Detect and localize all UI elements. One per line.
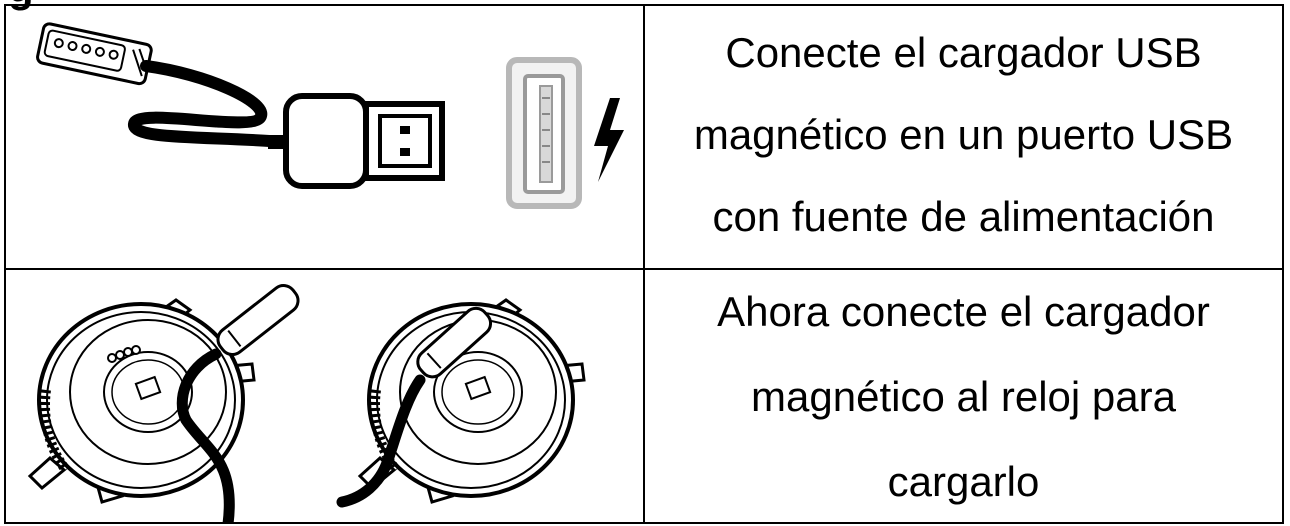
- instruction-row-usb: Conecte el cargador USB magnético en un …: [6, 6, 1282, 270]
- usb-illustration-cell: [6, 6, 643, 268]
- instruction-line: Ahora conecte el cargador: [717, 288, 1210, 336]
- smartwatch-back-connected-icon: [336, 298, 586, 508]
- instruction-text-watch: Ahora conecte el cargador magnético al r…: [645, 270, 1282, 524]
- instruction-table: Conecte el cargador USB magnético en un …: [4, 4, 1284, 524]
- usb-port-icon: [506, 57, 582, 209]
- instruction-line: cargarlo: [887, 457, 1040, 505]
- instruction-line: Conecte el cargador USB: [725, 29, 1202, 76]
- smartwatch-back-icon: [27, 283, 300, 524]
- instruction-line: con fuente de alimentación: [712, 193, 1215, 240]
- instruction-line: magnético al reloj para: [751, 372, 1176, 420]
- instruction-row-watch: Ahora conecte el cargador magnético al r…: [6, 270, 1282, 524]
- column-divider: [643, 6, 645, 268]
- instruction-line: magnético en un puerto USB: [693, 111, 1234, 158]
- column-divider: [643, 270, 645, 524]
- magnetic-usb-charger-cable-icon: [36, 22, 445, 189]
- lightning-bolt-icon: [594, 98, 624, 182]
- instruction-text-usb: Conecte el cargador USB magnético en un …: [645, 6, 1282, 268]
- watch-illustration-cell: [6, 270, 643, 524]
